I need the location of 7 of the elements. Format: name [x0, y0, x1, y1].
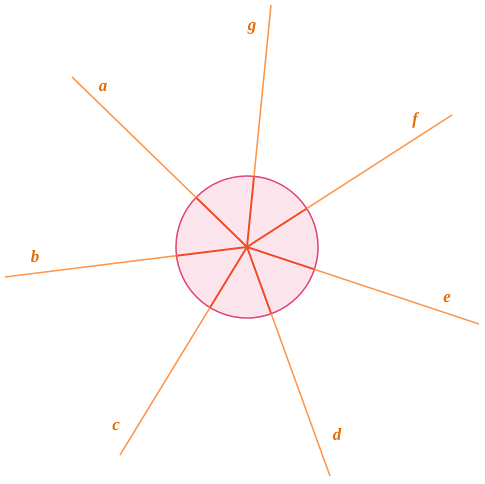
- line-label: a: [98, 82, 107, 92]
- line-label: c: [112, 422, 120, 430]
- line-label: b: [30, 250, 39, 262]
- line-label: d: [332, 428, 342, 440]
- line-label: g: [247, 22, 256, 34]
- line-label: e: [444, 294, 450, 302]
- line-label: f: [412, 112, 420, 128]
